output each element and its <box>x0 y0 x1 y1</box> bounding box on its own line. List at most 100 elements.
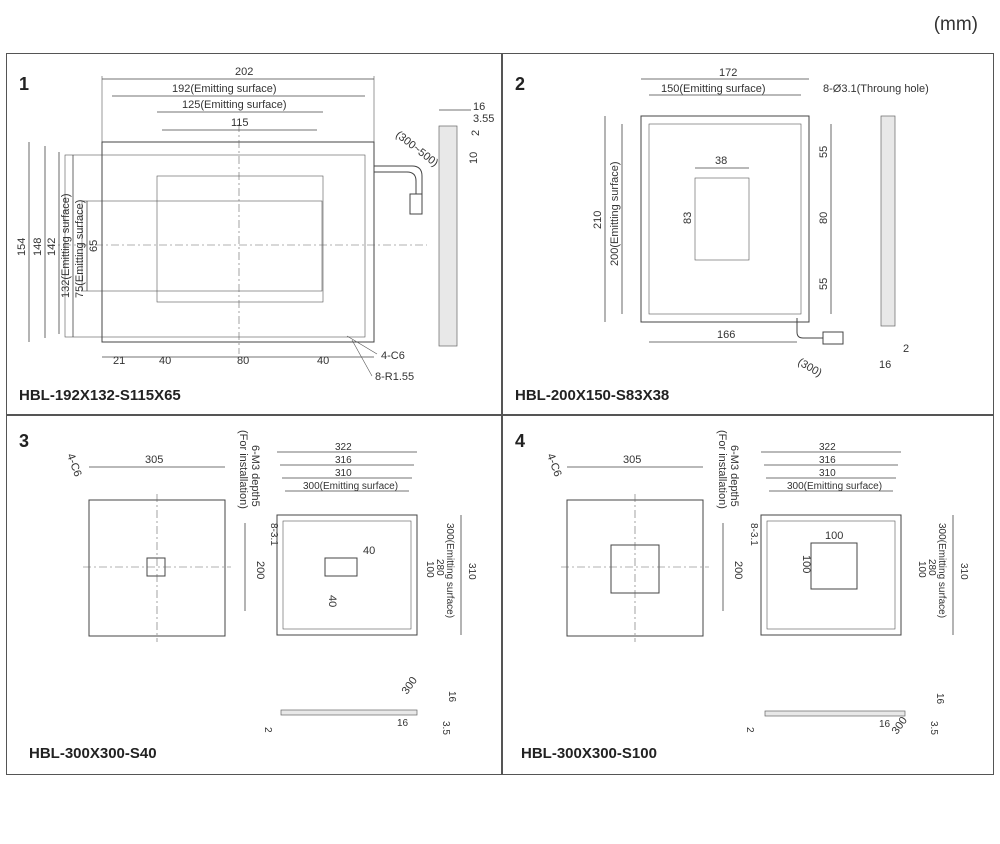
dim-v300: 300(Emitting surface) <box>444 523 455 618</box>
panel-3-drawing: 305 4-C6 6-M3 depth5 (For installation) … <box>64 430 477 735</box>
side-16b: 16 <box>879 719 891 730</box>
dim-55b: 55 <box>818 278 830 290</box>
side-16: 16 <box>473 101 485 113</box>
dim-142: 142 <box>46 238 58 256</box>
connector <box>409 193 423 215</box>
dim-v280: 280 <box>434 559 445 576</box>
sq-h: 100 <box>800 555 812 573</box>
dim-55a: 55 <box>818 146 830 158</box>
side-16: 16 <box>446 691 457 703</box>
pitch-label: 8-3.1 <box>748 523 759 546</box>
side-view <box>438 125 458 347</box>
dim-75: 75(Emitting surface) <box>74 200 86 298</box>
dim-192: 192(Emitting surface) <box>172 83 277 95</box>
panel-1: 1 HBL-192X132-S115X65 202 192(Emitting s… <box>7 54 501 414</box>
plate-outline <box>101 141 375 343</box>
side-16: 16 <box>934 693 945 705</box>
dim-40a: 40 <box>159 355 171 367</box>
pitch-label: 8-3.1 <box>268 523 279 546</box>
emit-square <box>324 557 358 577</box>
sq-h: 40 <box>326 595 338 607</box>
radius-label: 8-R1.55 <box>375 371 414 383</box>
dim-v100: 100 <box>916 561 927 578</box>
m3-note: (For installation) <box>716 430 728 509</box>
dim-115: 115 <box>231 117 249 129</box>
panel-number: 2 <box>515 74 526 94</box>
dim-310: 310 <box>819 468 836 479</box>
panel-2-drawing: 172 150(Emitting surface) 8-Ø3.1(Throung… <box>592 67 929 379</box>
side-355: 3.55 <box>473 113 494 125</box>
dim-310: 310 <box>335 468 352 479</box>
dim-305: 305 <box>145 454 163 466</box>
dim-v100: 100 <box>424 561 435 578</box>
dim-322: 322 <box>335 442 352 453</box>
dim-v300: 300(Emitting surface) <box>936 523 947 618</box>
panel-4: 4 HBL-300X300-S100 305 4-C6 6-M3 depth5 … <box>501 415 995 775</box>
dim-316: 316 <box>335 455 352 466</box>
dim-80: 80 <box>237 355 249 367</box>
dim-300: 300(Emitting surface) <box>787 481 882 492</box>
side-355: 3.55 <box>440 721 451 735</box>
dim-200: 200(Emitting surface) <box>609 161 621 266</box>
chamfer-label: 4-C6 <box>64 452 83 479</box>
dim-v310: 310 <box>466 563 477 580</box>
hole-label: 8-Ø3.1(Throung hole) <box>823 83 929 95</box>
model-name: HBL-200X150-S83X38 <box>515 387 670 404</box>
dim-65: 65 <box>88 240 100 252</box>
dim-v310: 310 <box>958 563 969 580</box>
dim-200: 200 <box>254 561 266 579</box>
panel-number: 3 <box>19 431 30 451</box>
sq-w: 40 <box>363 545 375 557</box>
inner-window <box>156 175 324 303</box>
drawing-grid: 1 HBL-192X132-S115X65 202 192(Emitting s… <box>6 53 994 775</box>
side-view <box>880 115 896 327</box>
dim-150: 150(Emitting surface) <box>661 83 766 95</box>
window <box>694 177 750 261</box>
m3-note: (For installation) <box>237 430 249 509</box>
cable-length: 300 <box>400 675 420 697</box>
dim-21: 21 <box>113 355 125 367</box>
panel-2: 2 HBL-200X150-S83X38 172 150(Emitting su… <box>501 54 995 414</box>
emitting-outline <box>64 154 366 338</box>
front-plate <box>276 514 418 636</box>
chamfer-label: 4-C6 <box>381 350 405 362</box>
side-2: 2 <box>470 130 482 136</box>
dim-305: 305 <box>623 454 641 466</box>
unit-label: (mm) <box>933 14 978 35</box>
connector <box>822 331 844 345</box>
dim-166: 166 <box>717 329 735 341</box>
front-plate <box>760 514 902 636</box>
model-name: HBL-300X300-S100 <box>521 745 657 762</box>
side-10: 10 <box>468 152 480 164</box>
side-355: 3.55 <box>928 721 939 735</box>
dim-300: 300(Emitting surface) <box>303 481 398 492</box>
dim-154: 154 <box>16 238 28 256</box>
emitting-outline <box>648 123 802 315</box>
dim-40b: 40 <box>317 355 329 367</box>
dim-38: 38 <box>715 155 727 167</box>
panel-number: 1 <box>19 74 30 94</box>
model-name: HBL-192X132-S115X65 <box>19 387 181 404</box>
dim-148: 148 <box>32 238 44 256</box>
model-name: HBL-300X300-S40 <box>29 745 157 762</box>
back-plate <box>566 499 704 637</box>
cable-length: (300~500) <box>393 129 440 170</box>
divider-horizontal <box>7 414 993 416</box>
dim-322: 322 <box>819 442 836 453</box>
dim-172: 172 <box>719 67 737 79</box>
m3-label: 6-M3 depth5 <box>249 445 261 507</box>
emitting-outline <box>766 520 896 630</box>
panel-3: 3 HBL-300X300-S40 305 4-C6 6-M3 depth5 (… <box>7 415 501 775</box>
emitting-outline <box>282 520 412 630</box>
dim-83: 83 <box>682 212 694 224</box>
panel-4-drawing: 305 4-C6 6-M3 depth5 (For installation) … <box>544 430 969 735</box>
side-view <box>764 710 906 717</box>
dim-132: 132(Emitting surface) <box>60 193 72 298</box>
side-2: 2 <box>744 727 755 733</box>
dim-80: 80 <box>818 212 830 224</box>
side-view <box>280 709 418 716</box>
side-2: 2 <box>903 343 909 355</box>
back-plate <box>88 499 226 637</box>
dim-125: 125(Emitting surface) <box>182 99 287 111</box>
sq-w: 100 <box>825 530 843 542</box>
